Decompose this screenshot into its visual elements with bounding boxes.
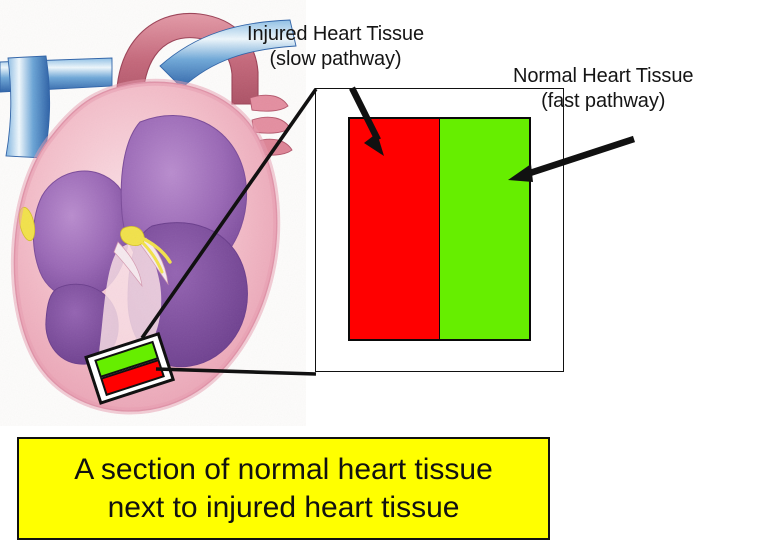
- inset-normal-tissue: [94, 340, 160, 379]
- label-injured-heart-tissue: Injured Heart Tissue (slow pathway): [247, 22, 424, 72]
- label-injured-line2: (slow pathway): [269, 48, 402, 70]
- label-normal-heart-tissue: Normal Heart Tissue (fast pathway): [513, 64, 693, 114]
- label-injured-line1: Injured Heart Tissue: [247, 23, 424, 45]
- caption-line2: next to injured heart tissue: [107, 490, 460, 524]
- injured-tissue-region: [350, 119, 439, 339]
- caption-line1: A section of normal heart tissue: [74, 452, 493, 486]
- enlarged-tissue-box: [348, 117, 531, 341]
- label-normal-line2: (fast pathway): [541, 90, 666, 112]
- tissue-inset-on-heart: [84, 331, 176, 405]
- normal-tissue-region: [439, 119, 529, 339]
- label-normal-line1: Normal Heart Tissue: [513, 65, 694, 87]
- caption-box: A section of normal heart tissue next to…: [17, 437, 550, 540]
